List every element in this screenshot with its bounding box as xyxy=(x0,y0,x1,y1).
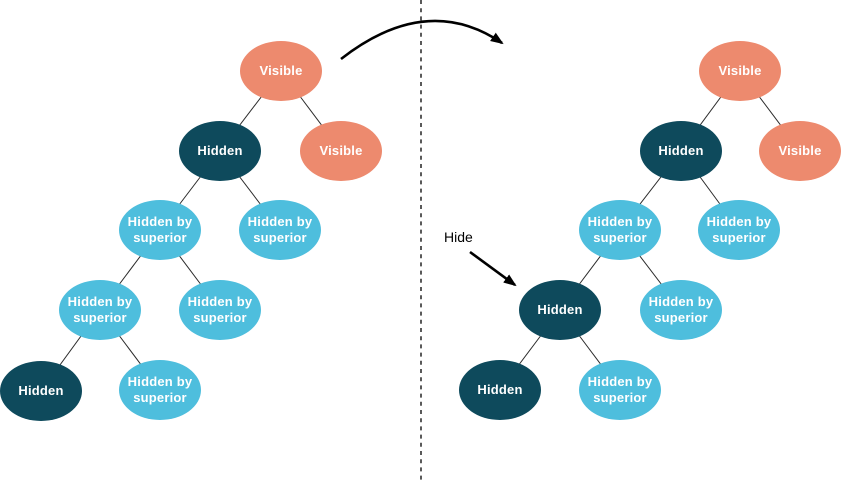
node-hidden-by-superior: Hidden by superior xyxy=(239,200,321,260)
hide-annotation-label: Hide xyxy=(444,229,473,245)
node-hidden: Hidden xyxy=(0,361,82,421)
node-visible-root: Visible xyxy=(240,41,322,101)
node-hidden: Hidden xyxy=(179,121,261,181)
node-hidden-by-superior: Hidden by superior xyxy=(640,280,722,340)
node-hidden-by-superior: Hidden by superior xyxy=(579,200,661,260)
node-visible: Visible xyxy=(300,121,382,181)
node-visible: Visible xyxy=(759,121,841,181)
node-hidden-by-superior: Hidden by superior xyxy=(119,360,201,420)
node-hidden: Hidden xyxy=(640,121,722,181)
node-hidden-by-superior: Hidden by superior xyxy=(179,280,261,340)
node-hidden-by-superior: Hidden by superior xyxy=(59,280,141,340)
node-hidden: Hidden xyxy=(459,360,541,420)
hide-arrow xyxy=(469,250,517,287)
node-hidden-by-superior: Hidden by superior xyxy=(698,200,780,260)
node-hidden-target: Hidden xyxy=(519,280,601,340)
node-visible-root: Visible xyxy=(699,41,781,101)
node-hidden-by-superior: Hidden by superior xyxy=(119,200,201,260)
node-hidden-by-superior: Hidden by superior xyxy=(579,360,661,420)
transition-arrow xyxy=(340,19,504,61)
